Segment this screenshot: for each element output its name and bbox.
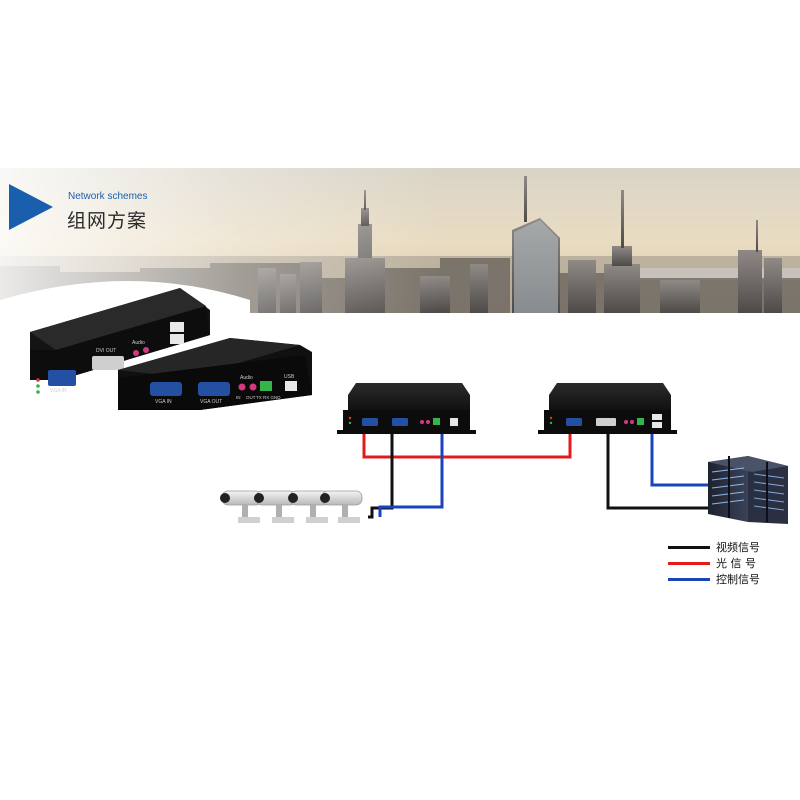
video-signal-line-right (606, 433, 718, 510)
vga-in-label: VGA IN (155, 399, 172, 405)
play-arrow-icon (9, 184, 53, 230)
vga-in-port-icon (150, 382, 182, 396)
vga-out-port-icon (198, 382, 230, 396)
dvi-port-icon (92, 356, 124, 370)
audio-out-label: OUT (246, 395, 256, 400)
terminal-block-icon (260, 381, 272, 391)
transmitter-device-photo: VGA IN VGA OUT Audio IN OUT TX RX GND US… (118, 338, 312, 410)
receiver-audio-label: Audio (132, 340, 145, 346)
usb-port-icon (285, 381, 297, 391)
vga-port-icon (48, 370, 76, 386)
camera-icon (288, 490, 331, 523)
legend-label-fiber: 光 信 号 (716, 557, 756, 570)
receiver-device-photo: DVI OUT Audio VGA IN (30, 288, 210, 394)
legend-swatch-video (668, 546, 710, 549)
camera-icon (220, 490, 263, 523)
camera-group (220, 490, 363, 523)
legend-label-video: 视频信号 (716, 541, 760, 554)
fiber-signal-line (362, 433, 572, 459)
legend-swatch-fiber (668, 562, 710, 565)
header-subtitle: Network schemes (68, 191, 148, 202)
camera-icon (320, 490, 363, 523)
server-rack-icon (708, 456, 788, 524)
legend-swatch-control (668, 578, 710, 581)
vga-out-label: VGA OUT (200, 399, 222, 405)
control-signal-line-right (650, 433, 718, 487)
usb-label: USB (284, 374, 295, 380)
tx-rx-gnd-label: TX RX GND (256, 395, 281, 400)
audio-label: Audio (240, 375, 253, 381)
control-signal-line-left (378, 433, 444, 517)
receiver-vga-in-label: VGA IN (50, 388, 67, 394)
video-signal-line-left (368, 433, 394, 519)
dvi-out-label: DVI OUT (96, 348, 116, 354)
audio-in-label: IN (236, 395, 241, 400)
legend-label-control: 控制信号 (716, 573, 760, 586)
transmitter-device-small (337, 383, 476, 434)
page-title: 组网方案 (67, 210, 148, 232)
receiver-device-small (538, 383, 677, 434)
